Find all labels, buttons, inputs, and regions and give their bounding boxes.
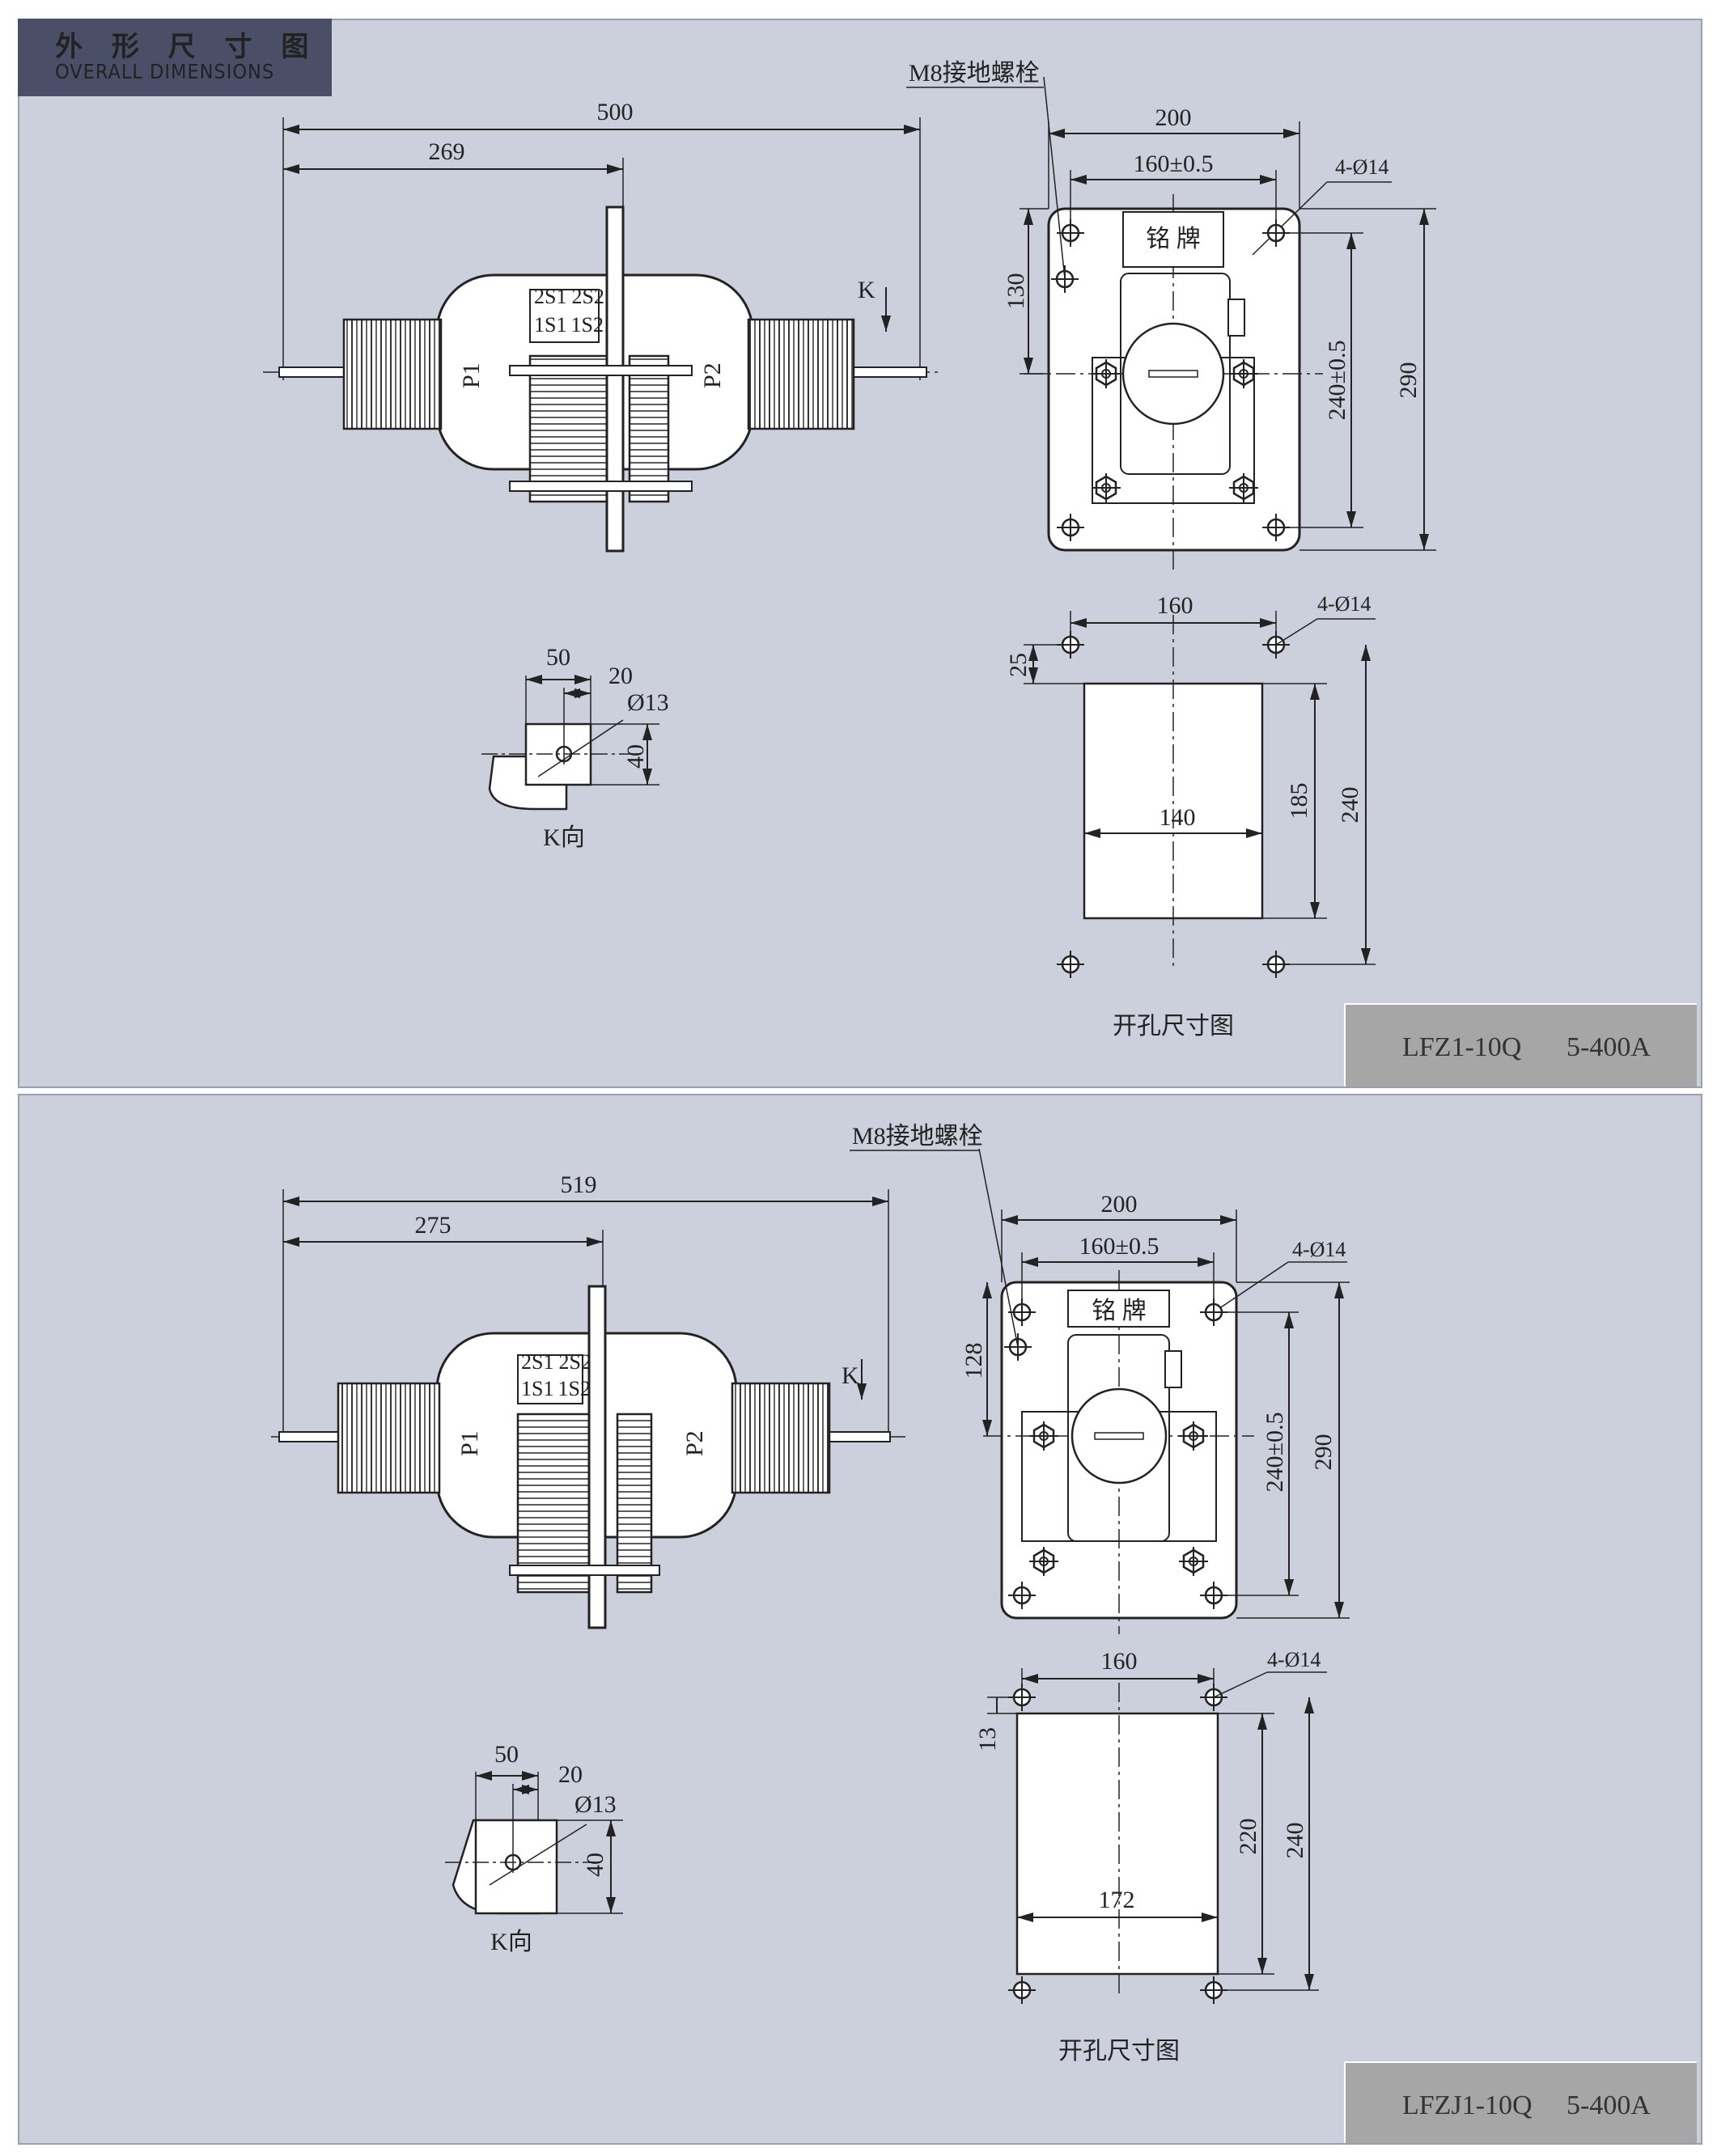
top-k-dim-a: 50 bbox=[546, 644, 570, 671]
bottom-cut-dim-hole-vertical: 240 bbox=[1282, 1823, 1308, 1859]
top-panel bbox=[18, 19, 1702, 1088]
bottom-bolt-label: M8接地螺栓 bbox=[852, 1123, 983, 1150]
bottom-end-dim-hole-vertical: 240±0.5 bbox=[1261, 1413, 1288, 1493]
bottom-k-dim-hole: Ø13 bbox=[574, 1791, 617, 1818]
bottom-cutout: 160 4-Ø14 172 13 220 240 开孔尺寸图 bbox=[974, 1648, 1327, 2065]
header-title-cn: 外 形 尺 寸 图 bbox=[55, 31, 319, 63]
bottom-panel bbox=[18, 1094, 1702, 2145]
bottom-cut-dim-width: 172 bbox=[1099, 1887, 1135, 1913]
model-rating-bottom: 5-400A bbox=[1566, 2090, 1651, 2120]
bottom-dim-total: 519 bbox=[561, 1171, 597, 1198]
bottom-cut-dim-cut-height: 220 bbox=[1235, 1819, 1261, 1855]
top-cut-caption: 开孔尺寸图 bbox=[1113, 1013, 1234, 1040]
top-end-dim-bolt-height: 130 bbox=[1003, 273, 1029, 310]
top-end-dim-width: 200 bbox=[1155, 104, 1192, 131]
top-end-view: 200 160±0.5 4-Ø14 130 240±0.5 290 铭 牌 bbox=[906, 60, 1436, 570]
bottom-cut-dim-offset: 13 bbox=[974, 1727, 1001, 1751]
model-rating-top: 5-400A bbox=[1566, 1032, 1651, 1062]
top-k-dim-b: 20 bbox=[608, 663, 633, 689]
bottom-end-dim-height: 290 bbox=[1310, 1434, 1337, 1471]
top-cutout: 160 4-Ø14 140 25 185 240 开孔尺寸图 bbox=[1005, 592, 1376, 1040]
top-k-caption: K向 bbox=[543, 824, 585, 851]
top-k-view: 50 20 Ø13 40 K向 bbox=[481, 644, 669, 851]
top-nameplate: 铭 牌 bbox=[1146, 226, 1201, 252]
bottom-end-dim-width: 200 bbox=[1101, 1191, 1138, 1218]
bottom-k-dim-b: 20 bbox=[558, 1761, 583, 1788]
bottom-cut-holes: 4-Ø14 bbox=[1267, 1648, 1321, 1671]
bottom-p2-label: P2 bbox=[681, 1430, 708, 1456]
top-p2-label: P2 bbox=[699, 362, 726, 388]
top-cut-dim-offset: 25 bbox=[1005, 653, 1032, 677]
bottom-nameplate: 铭 牌 bbox=[1092, 1298, 1147, 1324]
top-end-dim-holes: 160±0.5 bbox=[1134, 150, 1214, 177]
model-box-bottom: LFZJ1-10Q 5-400A bbox=[1344, 2061, 1697, 2143]
top-dim-flange: 269 bbox=[429, 138, 465, 165]
bottom-k-dim-a: 50 bbox=[494, 1741, 519, 1768]
bottom-k-caption: K向 bbox=[490, 1929, 532, 1955]
bottom-p1-label: P1 bbox=[456, 1430, 483, 1456]
top-k-dim-height: 40 bbox=[622, 744, 649, 769]
bottom-end-view: 200 160±0.5 4-Ø14 128 240±0.5 290 铭 牌 M8… bbox=[850, 1123, 1350, 1634]
bottom-k-arrow-label: K bbox=[842, 1362, 859, 1389]
model-name-top: LFZ1-10Q bbox=[1402, 1032, 1522, 1062]
top-p1-label: P1 bbox=[458, 362, 485, 388]
top-cut-holes: 4-Ø14 bbox=[1317, 592, 1371, 616]
top-end-holes: 4-Ø14 bbox=[1335, 155, 1388, 179]
top-cut-dim-cut-height: 185 bbox=[1286, 783, 1312, 820]
bottom-end-dim-holes: 160±0.5 bbox=[1079, 1233, 1160, 1260]
top-k-arrow-label: K bbox=[858, 277, 875, 303]
model-box-top: LFZ1-10Q 5-400A bbox=[1344, 1003, 1697, 1086]
top-cut-dim-width: 140 bbox=[1160, 804, 1196, 831]
model-name-bottom: LFZJ1-10Q bbox=[1402, 2090, 1533, 2120]
bottom-end-dim-bolt-height: 128 bbox=[960, 1343, 987, 1379]
bottom-k-dim-height: 40 bbox=[582, 1853, 608, 1877]
bottom-cut-dim-holes: 160 bbox=[1101, 1648, 1138, 1675]
top-dim-total: 500 bbox=[597, 99, 634, 125]
bottom-dim-flange: 275 bbox=[415, 1212, 452, 1239]
bottom-k-view: 50 20 Ø13 40 K向 bbox=[445, 1741, 623, 1955]
header-title-en: OVERALL DIMENSIONS bbox=[55, 60, 275, 83]
bottom-cut-caption: 开孔尺寸图 bbox=[1058, 2038, 1180, 2065]
top-end-dim-hole-vertical: 240±0.5 bbox=[1324, 341, 1350, 421]
top-cut-dim-hole-vertical: 240 bbox=[1337, 787, 1363, 824]
top-cut-dim-holes: 160 bbox=[1157, 592, 1193, 619]
bottom-end-holes: 4-Ø14 bbox=[1292, 1238, 1346, 1261]
top-k-dim-hole: Ø13 bbox=[627, 689, 669, 716]
top-end-dim-height: 290 bbox=[1395, 362, 1422, 399]
header-box bbox=[18, 19, 332, 96]
top-bolt-label: M8接地螺栓 bbox=[909, 60, 1040, 87]
